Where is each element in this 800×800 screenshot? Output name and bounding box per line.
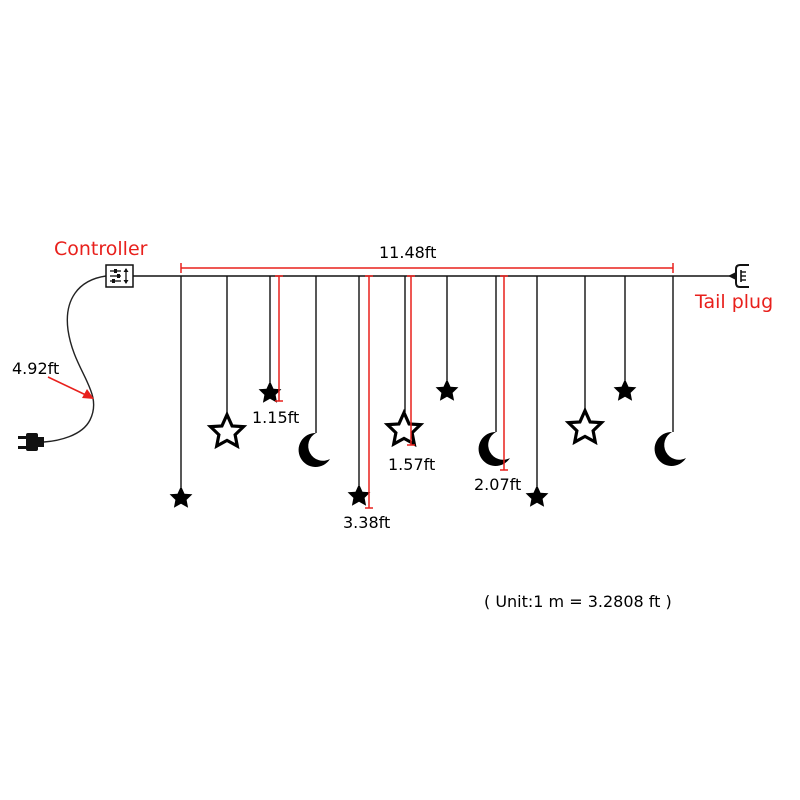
controller-box-icon <box>105 264 134 288</box>
tail-plug-label: Tail plug <box>694 291 773 313</box>
filled-star-icon <box>258 381 282 403</box>
drop-2-label: 3.38ft <box>343 513 390 532</box>
power-cord <box>43 275 107 443</box>
power-plug-icon <box>18 433 44 451</box>
cord-length-label: 4.92ft <box>12 359 59 378</box>
drop-1-dimension <box>275 275 283 402</box>
crescent-moon-icon <box>298 432 330 467</box>
width-dimension <box>180 263 674 273</box>
outline-star-icon <box>208 413 246 448</box>
width-label: 11.48ft <box>379 243 436 262</box>
filled-star-icon <box>613 379 637 401</box>
filled-star-icon <box>347 484 371 506</box>
drop-4-dimension <box>500 275 508 471</box>
filled-star-icon <box>435 379 459 401</box>
drop-4-label: 2.07ft <box>474 475 521 494</box>
crescent-moon-icon <box>654 431 686 466</box>
unit-note: ( Unit:1 m = 3.2808 ft ) <box>484 592 672 611</box>
drop-2-dimension <box>365 275 373 509</box>
cord-length-arrow <box>47 376 94 399</box>
outline-star-icon <box>385 411 423 446</box>
tail-plug-icon <box>728 264 749 288</box>
outline-star-icon <box>566 409 604 444</box>
drop-3-dimension <box>407 275 415 446</box>
crescent-moon-icon <box>478 431 510 466</box>
drop-3-label: 1.57ft <box>388 455 435 474</box>
filled-star-icon <box>525 485 549 507</box>
filled-star-icon <box>169 486 193 508</box>
controller-label: Controller <box>54 238 148 260</box>
drop-1-label: 1.15ft <box>252 408 299 427</box>
